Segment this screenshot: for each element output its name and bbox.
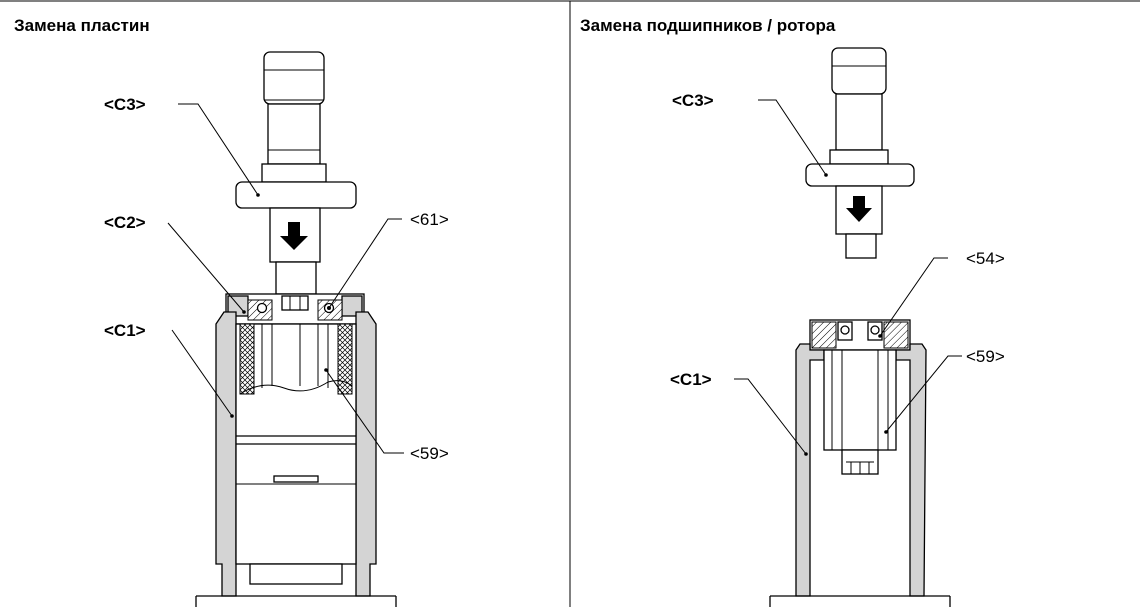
right-c1-leader-line [734,378,807,455]
right-label-c1: <C1> [670,370,712,389]
left-assembly [195,51,397,607]
left-c1-wall-right [355,311,377,597]
left-c3-flange [235,181,357,209]
left-59-leader-line [325,369,404,454]
right-press-arrow-icon [846,196,872,222]
right-label-54: <54> [966,249,1005,268]
right-label-59: <59> [966,347,1005,366]
left-c3-leader-line [178,103,259,196]
right-c3-flange [805,163,915,187]
left-label-c3: <C3> [104,95,146,114]
left-c3-shank [267,103,321,165]
right-c1-wall-left [795,343,825,597]
left-c3-cap [263,51,325,105]
right-panel-title: Замена подшипников / ротора [580,16,836,35]
left-label-61: <61> [410,210,449,229]
left-61-leader-line [328,218,402,309]
right-c3-leader-line [758,99,827,176]
left-panel-title: Замена пластин [14,16,150,35]
left-label-c2: <C2> [104,213,146,232]
right-c3-cap [831,47,887,95]
right-c3-shank [835,93,883,151]
right-label-c3: <C3> [672,91,714,110]
left-rotor-break-line [239,380,353,395]
right-c1-wall-right [895,343,927,597]
left-c1-leader-line [171,329,233,417]
left-press-arrow-icon [280,222,308,250]
right-assembly [769,47,951,607]
left-label-c1: <C1> [104,321,146,340]
left-label-59: <59> [410,444,449,463]
left-c2-leader-line [167,222,245,313]
right-59-leader-line [885,355,962,433]
right-54-leader-line [879,257,948,337]
right-rotor [823,349,897,451]
left-c1-wall-left [215,311,237,597]
